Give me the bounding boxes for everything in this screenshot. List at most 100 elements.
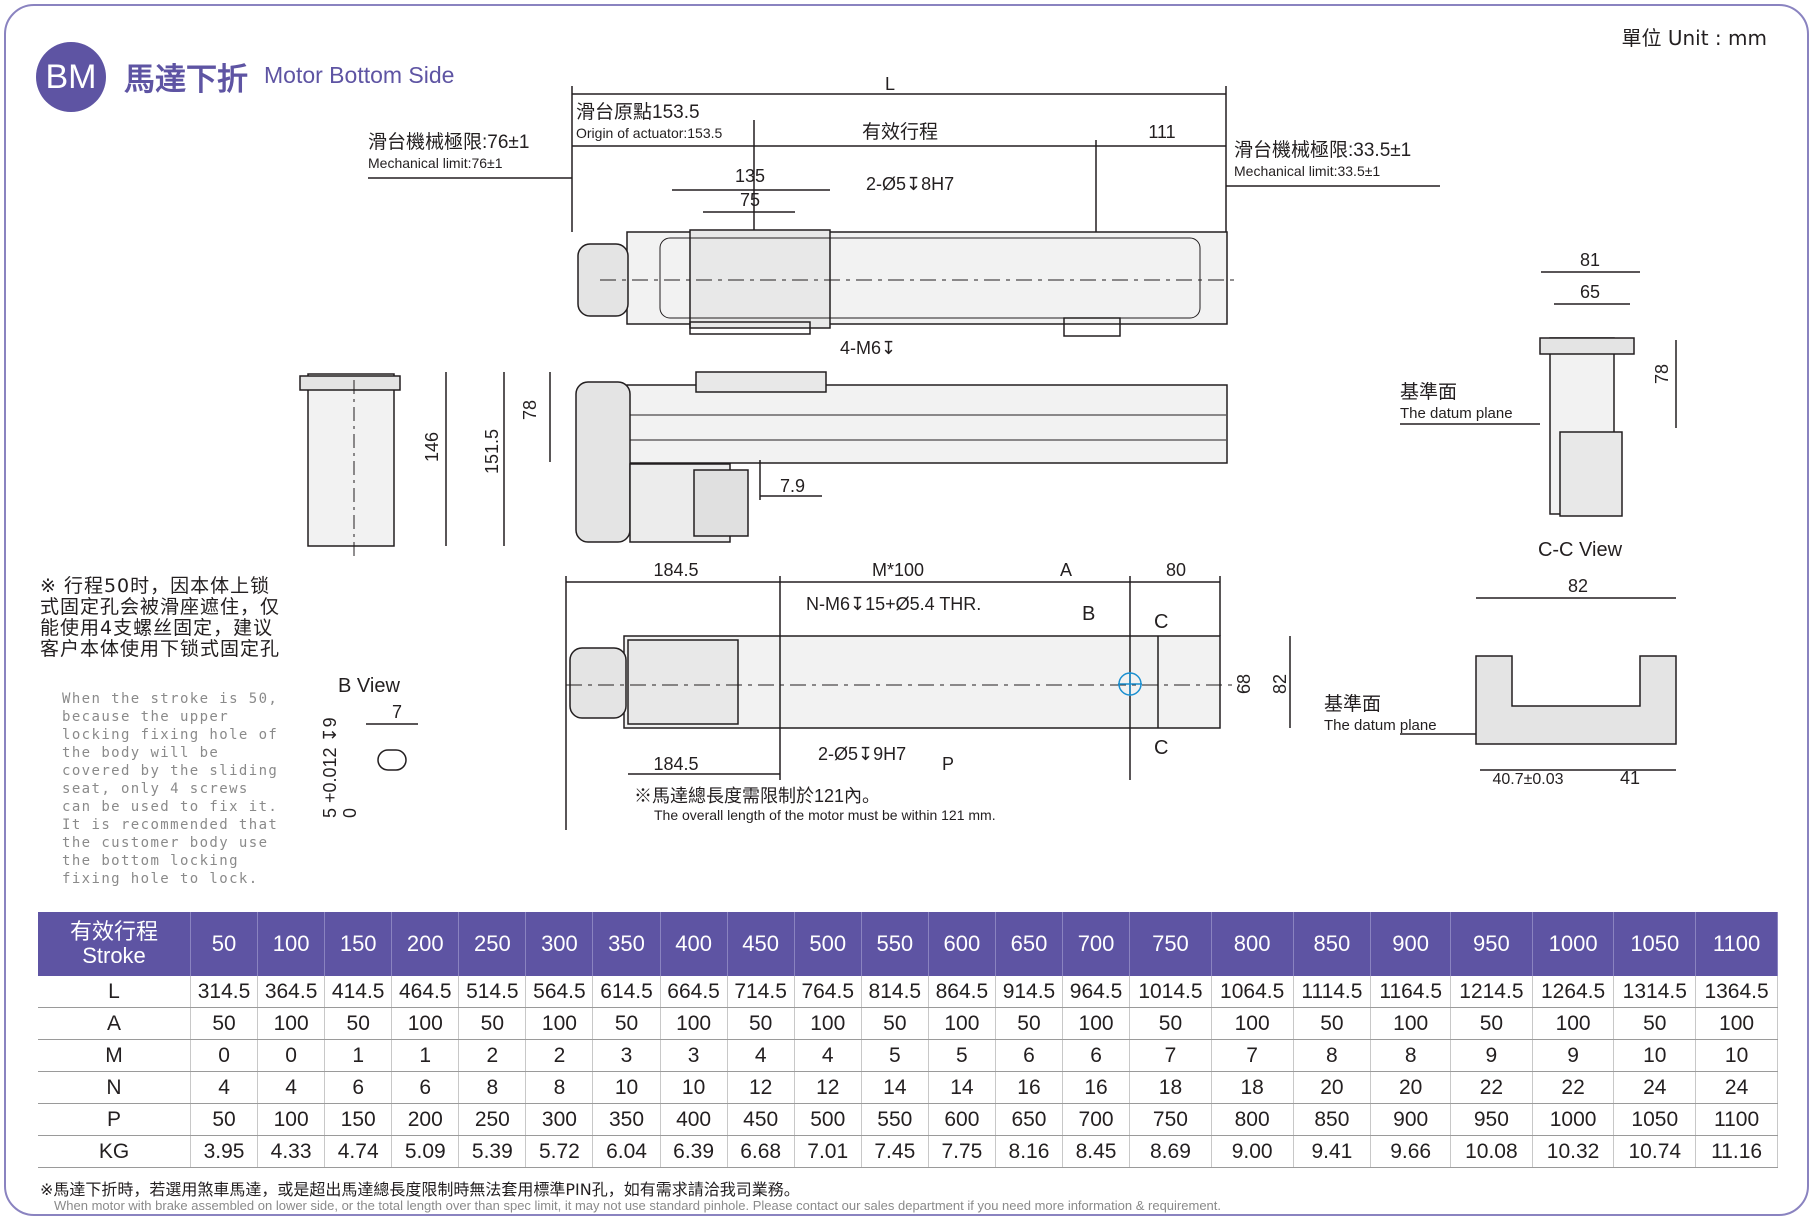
table-cell: 9.66: [1370, 1135, 1452, 1168]
table-cell: 5: [861, 1039, 929, 1072]
title-zh: 馬達下折: [124, 62, 248, 98]
table-cell: 22: [1532, 1071, 1615, 1104]
stroke-col-header: 500: [794, 912, 862, 976]
table-cell: 1050: [1613, 1103, 1697, 1136]
table-cell: 3: [660, 1039, 728, 1072]
stroke-col-header: 850: [1293, 912, 1372, 976]
motor-note-en: The overall length of the motor must be …: [654, 807, 996, 823]
table-cell: 50: [458, 1007, 527, 1040]
table-cell: 1014.5: [1129, 976, 1212, 1008]
stroke-header-en: Stroke: [82, 943, 146, 968]
table-cell: 400: [660, 1103, 728, 1136]
dim-80: 80: [1166, 560, 1186, 580]
title-en: Motor Bottom Side: [264, 62, 455, 88]
table-cell: 700: [1062, 1103, 1131, 1136]
table-cell: 11.16: [1695, 1135, 1778, 1168]
c-marker-top: C: [1154, 611, 1168, 633]
b-marker: B: [1082, 603, 1095, 625]
dim-7-b: 7: [392, 702, 402, 722]
table-cell: 12: [794, 1071, 862, 1104]
stroke-col-header: 150: [324, 912, 393, 976]
stroke-col-header: 400: [660, 912, 728, 976]
motor-note-zh: ※馬達總長度需限制於121內。: [634, 786, 880, 806]
table-cell: 6: [391, 1071, 460, 1104]
table-cell: 8: [1293, 1039, 1372, 1072]
b-view-label: B View: [338, 675, 400, 697]
table-cell: 1264.5: [1532, 976, 1615, 1008]
table-cell: 18: [1211, 1071, 1294, 1104]
table-cell: 14: [861, 1071, 929, 1104]
table-cell: 7.45: [861, 1135, 929, 1168]
table-cell: 8: [525, 1071, 594, 1104]
table-cell: 50: [324, 1007, 393, 1040]
tap-holes-label: 4-M6↧: [840, 338, 896, 358]
table-cell: 1: [324, 1039, 393, 1072]
table-cell: 1114.5: [1293, 976, 1372, 1008]
origin-label-en: Origin of actuator:153.5: [576, 125, 723, 141]
stroke-header-zh: 有效行程: [69, 919, 158, 944]
table-cell: 100: [391, 1007, 460, 1040]
table-cell: 8: [1370, 1039, 1452, 1072]
dim-P: P: [942, 754, 954, 774]
table-cell: 6: [1062, 1039, 1131, 1072]
table-cell: 20: [1293, 1071, 1372, 1104]
table-cell: 50: [1293, 1007, 1372, 1040]
table-cell: 100: [1370, 1007, 1452, 1040]
table-cell: 24: [1695, 1071, 1778, 1104]
stroke-col-header: 250: [458, 912, 527, 976]
table-cell: 514.5: [458, 976, 527, 1008]
table-cell: 1214.5: [1450, 976, 1533, 1008]
table-cell: 50: [1613, 1007, 1697, 1040]
dim-81: 81: [1580, 250, 1600, 270]
stroke-col-header: 450: [727, 912, 795, 976]
dim-A: A: [1060, 560, 1072, 580]
stroke-col-header: 750: [1129, 912, 1212, 976]
tolerance-zero: 0: [340, 808, 360, 818]
table-cell: 0: [190, 1039, 259, 1072]
table-cell: 4.33: [257, 1135, 326, 1168]
table-cell: 4: [190, 1071, 259, 1104]
table-cell: 650: [995, 1103, 1064, 1136]
row-label: M: [38, 1039, 191, 1072]
table-cell: 1: [391, 1039, 460, 1072]
table-cell: 10.32: [1532, 1135, 1615, 1168]
dim-m100: M*100: [872, 560, 924, 580]
table-cell: 50: [995, 1007, 1064, 1040]
technical-drawing: L 滑台原點153.5 Origin of actuator:153.5 有效行…: [299, 74, 1677, 830]
table-cell: 1000: [1532, 1103, 1615, 1136]
mech-limit-right-zh: 滑台機械極限:33.5±1: [1234, 139, 1411, 161]
table-cell: 300: [525, 1103, 594, 1136]
table-cell: 2: [525, 1039, 594, 1072]
table-cell: 6: [995, 1039, 1064, 1072]
row-label: N: [38, 1071, 191, 1104]
dim-184-5-bottom: 184.5: [653, 754, 698, 774]
dim-7-9: 7.9: [780, 476, 805, 496]
cc-view-label: C-C View: [1538, 539, 1623, 561]
table-cell: 100: [928, 1007, 996, 1040]
table-cell: 364.5: [257, 976, 326, 1008]
dim-111: 111: [1148, 122, 1175, 142]
origin-label-zh: 滑台原點153.5: [576, 101, 700, 123]
stroke-col-header: 950: [1450, 912, 1533, 976]
table-cell: 414.5: [324, 976, 393, 1008]
stroke-col-header: 650: [995, 912, 1064, 976]
table-cell: 714.5: [727, 976, 795, 1008]
table-cell: 100: [660, 1007, 728, 1040]
stroke-col-header: 800: [1211, 912, 1294, 976]
footer-note-zh: ※馬達下折時，若選用煞車馬達，或是超出馬達總長度限制時無法套用標準PIN孔，如有…: [40, 1180, 800, 1199]
row-label: KG: [38, 1135, 191, 1168]
page-frame: [4, 4, 1809, 1216]
table-cell: 664.5: [660, 976, 728, 1008]
dim-40-7: 40.7±0.03: [1492, 771, 1563, 788]
dim-82-h: 82: [1568, 576, 1588, 596]
stroke-col-header: 1000: [1532, 912, 1615, 976]
table-cell: 100: [1532, 1007, 1615, 1040]
table-cell: 50: [861, 1007, 929, 1040]
table-cell: 9: [1532, 1039, 1615, 1072]
table-cell: 1364.5: [1695, 976, 1778, 1008]
table-cell: 100: [257, 1007, 326, 1040]
table-cell: 8.45: [1062, 1135, 1131, 1168]
table-cell: 900: [1370, 1103, 1452, 1136]
